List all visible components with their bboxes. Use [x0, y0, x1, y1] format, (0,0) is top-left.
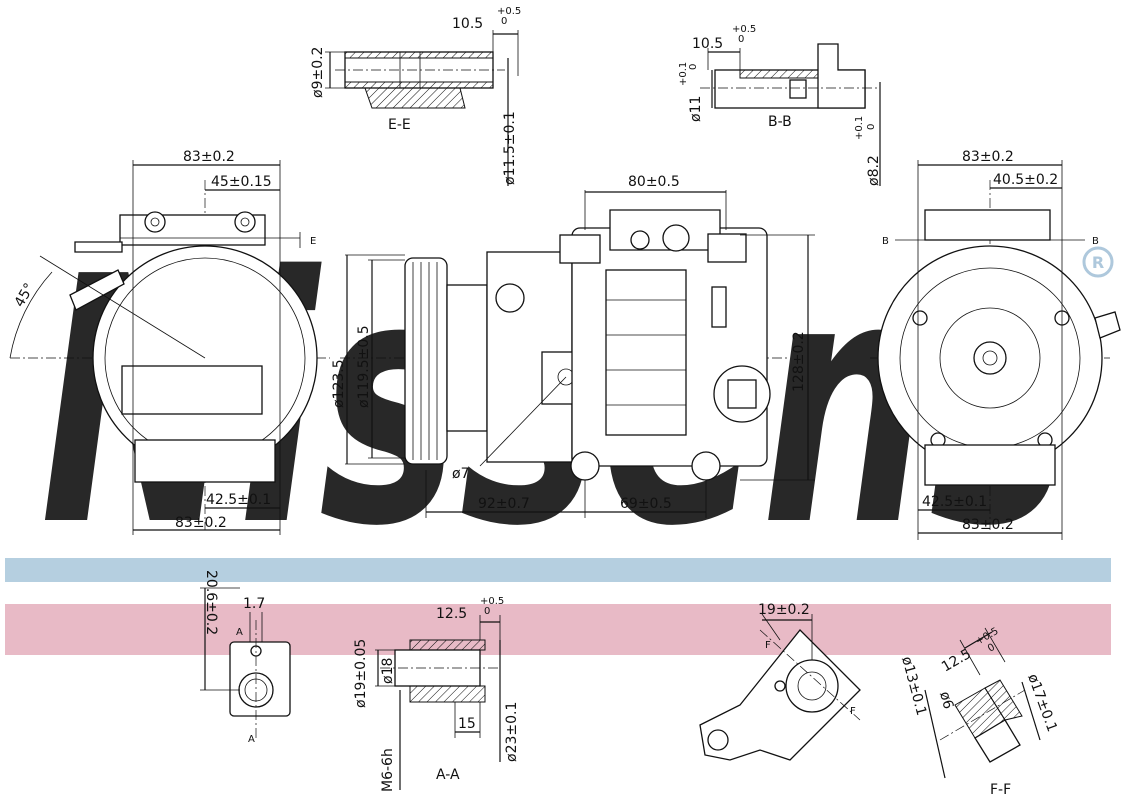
marker-a-bottom: A — [248, 734, 255, 745]
aa-length-tol-lower: 0 — [484, 606, 490, 617]
left-width2-dim: 45±0.15 — [211, 174, 272, 190]
aa-diameter1-dim: ø19±0.05 — [353, 639, 369, 708]
right-bottom1-dim: 42.5±0.1 — [922, 494, 987, 510]
section-a-a — [375, 615, 501, 790]
marker-b-right: B — [1092, 236, 1099, 247]
bb-diameter-tol-lower: 0 — [688, 64, 699, 70]
pulley-diameter2-dim: ø119.5±0.5 — [356, 325, 372, 408]
detail-f-view — [699, 613, 861, 761]
compressor-front-view — [9, 160, 330, 535]
ff-diameter1-dim: ø13±0.1 — [898, 655, 929, 717]
side-height-dim: 128±0.2 — [791, 331, 807, 392]
section-label-a-a: A-A — [436, 767, 460, 783]
ff-length-tol-lower: 0 — [986, 642, 997, 655]
marker-f-bottom: F — [850, 706, 856, 717]
blue-band — [5, 558, 1111, 582]
marker-b-left: B — [882, 236, 889, 247]
ff-diameter3-dim: ø17±0.1 — [1024, 672, 1060, 734]
right-width-dim: 83±0.2 — [962, 149, 1014, 165]
detail-f-width-dim: 19±0.2 — [758, 602, 810, 618]
bb-diameter-dim: ø11 — [688, 96, 704, 122]
ee-diameter2-dim: ø11.5±0.1 — [502, 111, 518, 185]
compressor-side-view — [340, 190, 815, 518]
side-top-dim: 80±0.5 — [628, 174, 680, 190]
ee-length-tol-upper: +0.5 — [497, 6, 521, 17]
bb-length-tol-lower: 0 — [738, 34, 744, 45]
detail-a-view — [200, 587, 291, 740]
aa-diameter2-dim: ø18 — [380, 658, 396, 684]
pulley-diameter1-dim: ø123.5 — [331, 359, 347, 408]
detail-a-width-dim: 1.7 — [243, 596, 265, 612]
compressor-rear-view — [870, 160, 1121, 540]
aa-15-dim: 15 — [458, 716, 476, 732]
right-bottom2-dim: 83±0.2 — [962, 517, 1014, 533]
bb-diameter2-tol-upper: +0.1 — [854, 116, 865, 140]
marker-a-top: A — [236, 627, 243, 638]
ee-length-dim: 10.5 — [452, 16, 483, 32]
detail-a-height-dim: 20.6±0.2 — [203, 570, 219, 635]
aa-diameter3-dim: ø23±0.1 — [504, 702, 520, 762]
registered-symbol: R — [1092, 253, 1104, 272]
pink-band — [5, 604, 1111, 655]
aa-thread-dim: M6-6h — [380, 748, 396, 792]
section-label-f-f: F-F — [990, 782, 1011, 798]
bb-length-tol-upper: +0.5 — [732, 24, 756, 35]
left-width-dim: 83±0.2 — [183, 149, 235, 165]
ff-diameter2-dim: ø6 — [936, 690, 956, 711]
section-b-b — [700, 43, 881, 186]
left-bottom2-dim: 83±0.2 — [175, 515, 227, 531]
aa-length-tol-upper: +0.5 — [480, 596, 504, 607]
side-bottom2-dim: 69±0.5 — [620, 496, 672, 512]
hole-diameter-dim: ø7 — [452, 466, 469, 482]
section-e-e — [325, 30, 519, 186]
bb-diameter-tol-upper: +0.1 — [678, 62, 689, 86]
aa-length-dim: 12.5 — [436, 606, 467, 622]
left-bottom1-dim: 42.5±0.1 — [206, 492, 271, 508]
section-f-f — [924, 627, 1041, 779]
ee-length-tol-lower: 0 — [501, 16, 507, 27]
bb-length-dim: 10.5 — [692, 36, 723, 52]
registered-mark: R — [1082, 246, 1114, 278]
side-bottom1-dim: 92±0.7 — [478, 496, 530, 512]
left-angle-dim: 45° — [12, 280, 38, 310]
marker-e: E — [310, 236, 316, 247]
bb-diameter2-dim: ø8.2 — [866, 155, 882, 186]
ee-diameter-dim: ø9±0.2 — [310, 47, 326, 98]
right-width2-dim: 40.5±0.2 — [993, 172, 1058, 188]
section-label-b-b: B-B — [768, 114, 792, 130]
section-label-e-e: E-E — [388, 117, 411, 133]
marker-f-top: F — [765, 640, 771, 651]
bb-diameter2-tol-lower: 0 — [866, 124, 877, 130]
